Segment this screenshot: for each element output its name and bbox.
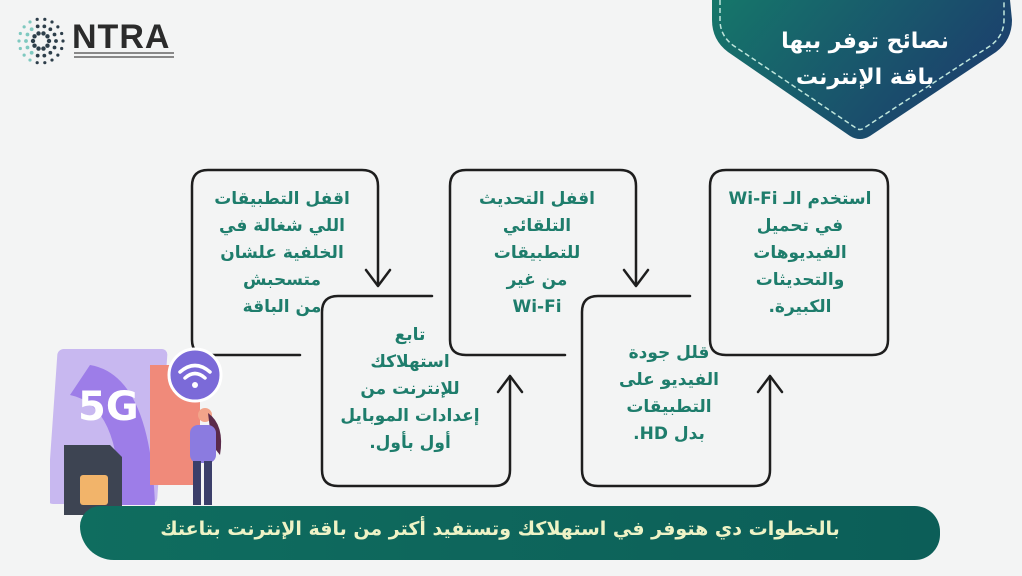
logo-dot xyxy=(43,17,47,21)
logo-dot xyxy=(56,53,60,57)
header-badge xyxy=(712,0,1012,139)
tip-1: استخدم الـ Wi-Fi في تحميل الفيديوهات وال… xyxy=(712,186,888,321)
tip-line: متسحبش xyxy=(243,270,321,290)
logo-dot xyxy=(56,25,60,29)
wifi-icon xyxy=(167,347,223,403)
logo-dot xyxy=(25,32,30,37)
footer-banner-text: بالخطوات دي هتوفر في استهلاكك وتستفيد أك… xyxy=(160,518,840,540)
logo-dot xyxy=(42,24,47,29)
tip-box-4-outline xyxy=(320,294,512,488)
logo-dot xyxy=(18,31,22,36)
tip-line: أول بأول. xyxy=(369,433,451,453)
logo-dot xyxy=(43,61,47,65)
tip-line: الكبيرة. xyxy=(768,297,832,317)
logo-dot xyxy=(24,39,28,43)
sim-card-icon xyxy=(64,445,122,515)
logo-dot xyxy=(35,53,40,58)
arrow-down-icon xyxy=(364,268,392,288)
tip-line: استهلاكك xyxy=(370,352,450,372)
tip-box-1-outline xyxy=(708,168,890,357)
arrow-down-icon xyxy=(622,268,650,288)
tip-4: تابع استهلاكك للإنترنت من إعدادات الموبا… xyxy=(322,322,498,457)
logo-dot xyxy=(41,46,46,51)
logo-dot xyxy=(41,31,46,36)
tip-line: الفيديوهات xyxy=(753,243,847,263)
logo-brand: NTRA xyxy=(72,18,171,56)
logo-dot xyxy=(22,25,26,29)
logo-dot xyxy=(25,45,30,50)
logo-dot xyxy=(45,34,50,39)
tip-line: للإنترنت من xyxy=(360,379,460,399)
tip-line: بدل HD. xyxy=(633,424,705,444)
logo-dot xyxy=(29,50,34,55)
logo-dot xyxy=(36,46,41,51)
tip-line: Wi-Fi xyxy=(512,297,562,317)
logo-dot xyxy=(36,31,41,36)
tip-line: تابع xyxy=(394,325,426,345)
title-line: نصائح توفر بيها xyxy=(781,29,949,54)
logo-dot xyxy=(30,38,36,44)
tip-3: اقفل التحديث التلقائي للتطبيقات من غير W… xyxy=(452,186,622,321)
logo-dot xyxy=(18,46,22,51)
logo-dot xyxy=(22,53,26,57)
logo-dot xyxy=(35,61,39,65)
arrow-up-icon xyxy=(756,374,784,394)
logo-dot xyxy=(29,27,34,32)
tip-line: من غير xyxy=(506,270,568,290)
logo-dot xyxy=(60,31,64,36)
arrow-up-icon xyxy=(496,374,524,394)
logo-dot xyxy=(61,39,65,43)
5g-label: 5G xyxy=(78,384,139,430)
footer-banner xyxy=(80,506,940,560)
tip-line: اقفل التحديث xyxy=(479,189,595,209)
logo-dot xyxy=(28,20,32,24)
logo-subtitle xyxy=(74,52,174,62)
logo-dot xyxy=(52,45,57,50)
tip-line: في تحميل xyxy=(756,216,844,236)
tip-line: إعدادات الموبايل xyxy=(340,406,480,426)
tip-line: قلل جودة xyxy=(628,343,710,363)
logo-dot xyxy=(52,32,57,37)
person-icon xyxy=(190,408,222,505)
logo-dot xyxy=(48,50,53,55)
logo-dot xyxy=(28,58,32,62)
logo-dot xyxy=(54,39,58,43)
logo-dot xyxy=(45,43,50,48)
tip-2: قلل جودة الفيديو على التطبيقات بدل HD. xyxy=(584,340,754,448)
tip-box-2-outline xyxy=(580,294,772,488)
logo-dot xyxy=(46,38,52,44)
logo-dot xyxy=(50,58,54,62)
tip-line: والتحديثات xyxy=(755,270,845,290)
title-line: باقة الإنترنت xyxy=(795,65,935,90)
tip-line: اقفل التطبيقات xyxy=(214,189,350,209)
tip-line: الفيديو على xyxy=(619,370,719,390)
logo-dot xyxy=(35,17,39,21)
tip-line: من الباقة xyxy=(242,297,322,317)
tip-box-3-outline xyxy=(448,168,638,357)
logo-dot xyxy=(35,24,40,29)
logo-dot xyxy=(32,43,37,48)
tip-line: التلقائي xyxy=(502,216,572,236)
logo-dot xyxy=(42,53,47,58)
logo-dot xyxy=(32,34,37,39)
illustration: 5G xyxy=(50,347,223,515)
page-title: نصائح توفر بيها باقة الإنترنت xyxy=(740,24,990,96)
tip-line: اللي شغالة في xyxy=(219,216,345,236)
tip-line: للتطبيقات xyxy=(493,243,581,263)
tip-line: التطبيقات xyxy=(626,397,712,417)
tip-line: الخلفية علشان xyxy=(220,243,344,263)
logo-dot xyxy=(48,27,53,32)
logo-dot xyxy=(50,20,54,24)
tip-5: اقفل التطبيقات اللي شغالة في الخلفية علش… xyxy=(192,186,372,321)
logo-dot xyxy=(17,39,21,43)
tip-line: استخدم الـ Wi-Fi xyxy=(728,189,872,209)
ntra-logo-icon xyxy=(17,17,65,65)
logo-dot xyxy=(60,46,64,51)
